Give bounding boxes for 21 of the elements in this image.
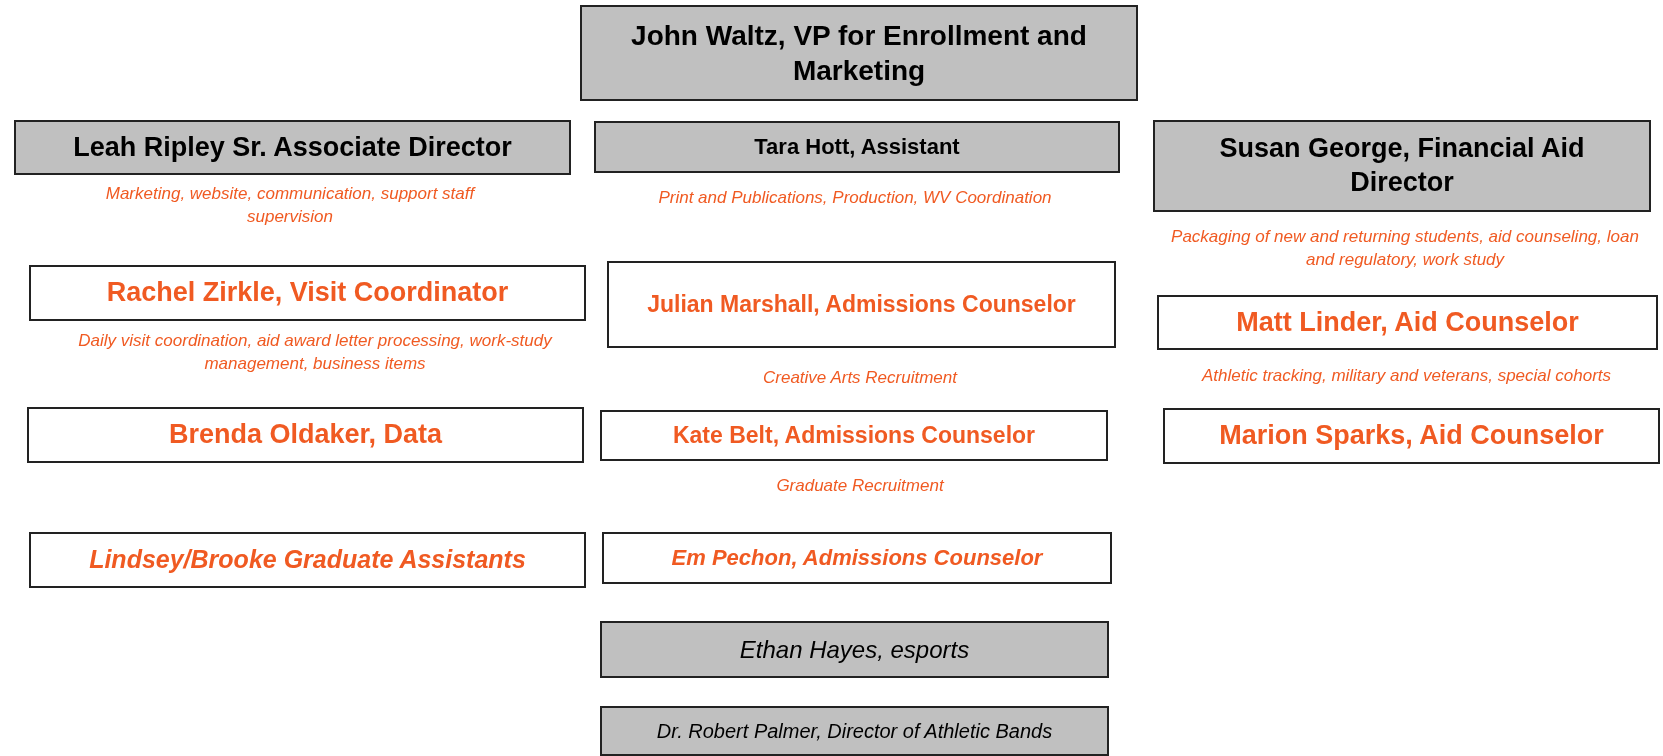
staff-box: Susan George, Financial Aid Director (1153, 120, 1651, 212)
role-description: Packaging of new and returning students, aid counseling, loan and regulatory, work study (1170, 226, 1640, 271)
staff-box: Dr. Robert Palmer, Director of Athletic Bands (600, 706, 1109, 756)
staff-box: Ethan Hayes, esports (600, 621, 1109, 678)
staff-box: Marion Sparks, Aid Counselor (1163, 408, 1660, 464)
staff-box: Matt Linder, Aid Counselor (1157, 295, 1658, 350)
staff-box: Leah Ripley Sr. Associate Director (14, 120, 571, 175)
role-description: Marketing, website, communication, support staff supervision (104, 183, 477, 228)
role-description: Daily visit coordination, aid award letter processing, work-study management, business items (77, 330, 554, 375)
staff-box: Tara Hott, Assistant (594, 121, 1120, 173)
staff-box: Julian Marshall, Admissions Counselor (607, 261, 1116, 348)
staff-box: Em Pechon, Admissions Counselor (602, 532, 1112, 584)
role-description: Creative Arts Recruitment (762, 367, 959, 389)
staff-box: Brenda Oldaker, Data (27, 407, 584, 463)
staff-box: Rachel Zirkle, Visit Coordinator (29, 265, 586, 321)
staff-box: Lindsey/Brooke Graduate Assistants (29, 532, 586, 588)
staff-box: Kate Belt, Admissions Counselor (600, 410, 1108, 461)
staff-box: John Waltz, VP for Enrollment and Marketing (580, 5, 1138, 101)
role-description: Print and Publications, Production, WV Coordination (657, 187, 1053, 209)
role-description: Athletic tracking, military and veterans, special cohorts (1200, 365, 1613, 387)
role-description: Graduate Recruitment (775, 475, 946, 497)
